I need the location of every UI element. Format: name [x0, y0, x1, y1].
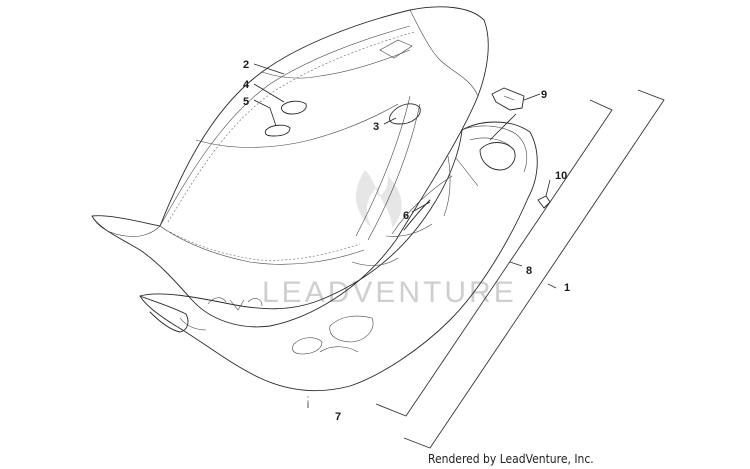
callout-7: 7 — [335, 411, 341, 423]
bracket-part — [491, 87, 525, 111]
watermark-text: LEADVENTURE — [262, 276, 517, 309]
callout-1: 1 — [564, 282, 570, 294]
seat-cover — [91, 6, 489, 328]
assembly-brackets — [375, 89, 665, 449]
leadventure-watermark: LEADVENTURE — [262, 170, 517, 309]
callout-8: 8 — [526, 265, 532, 277]
render-credit: Rendered by LeadVenture, Inc. — [428, 452, 594, 466]
callout-3: 3 — [373, 121, 379, 133]
fastener-part — [537, 195, 551, 209]
callout-6: 6 — [403, 210, 409, 222]
callout-4: 4 — [243, 79, 250, 91]
callout-9: 9 — [541, 89, 547, 101]
callouts: 2 4 5 3 9 10 6 8 1 7 — [243, 59, 570, 423]
callout-10: 10 — [555, 170, 567, 182]
callout-2: 2 — [243, 59, 249, 71]
seat-base — [139, 121, 538, 392]
leader-lines — [253, 63, 551, 408]
callout-5: 5 — [243, 96, 249, 108]
